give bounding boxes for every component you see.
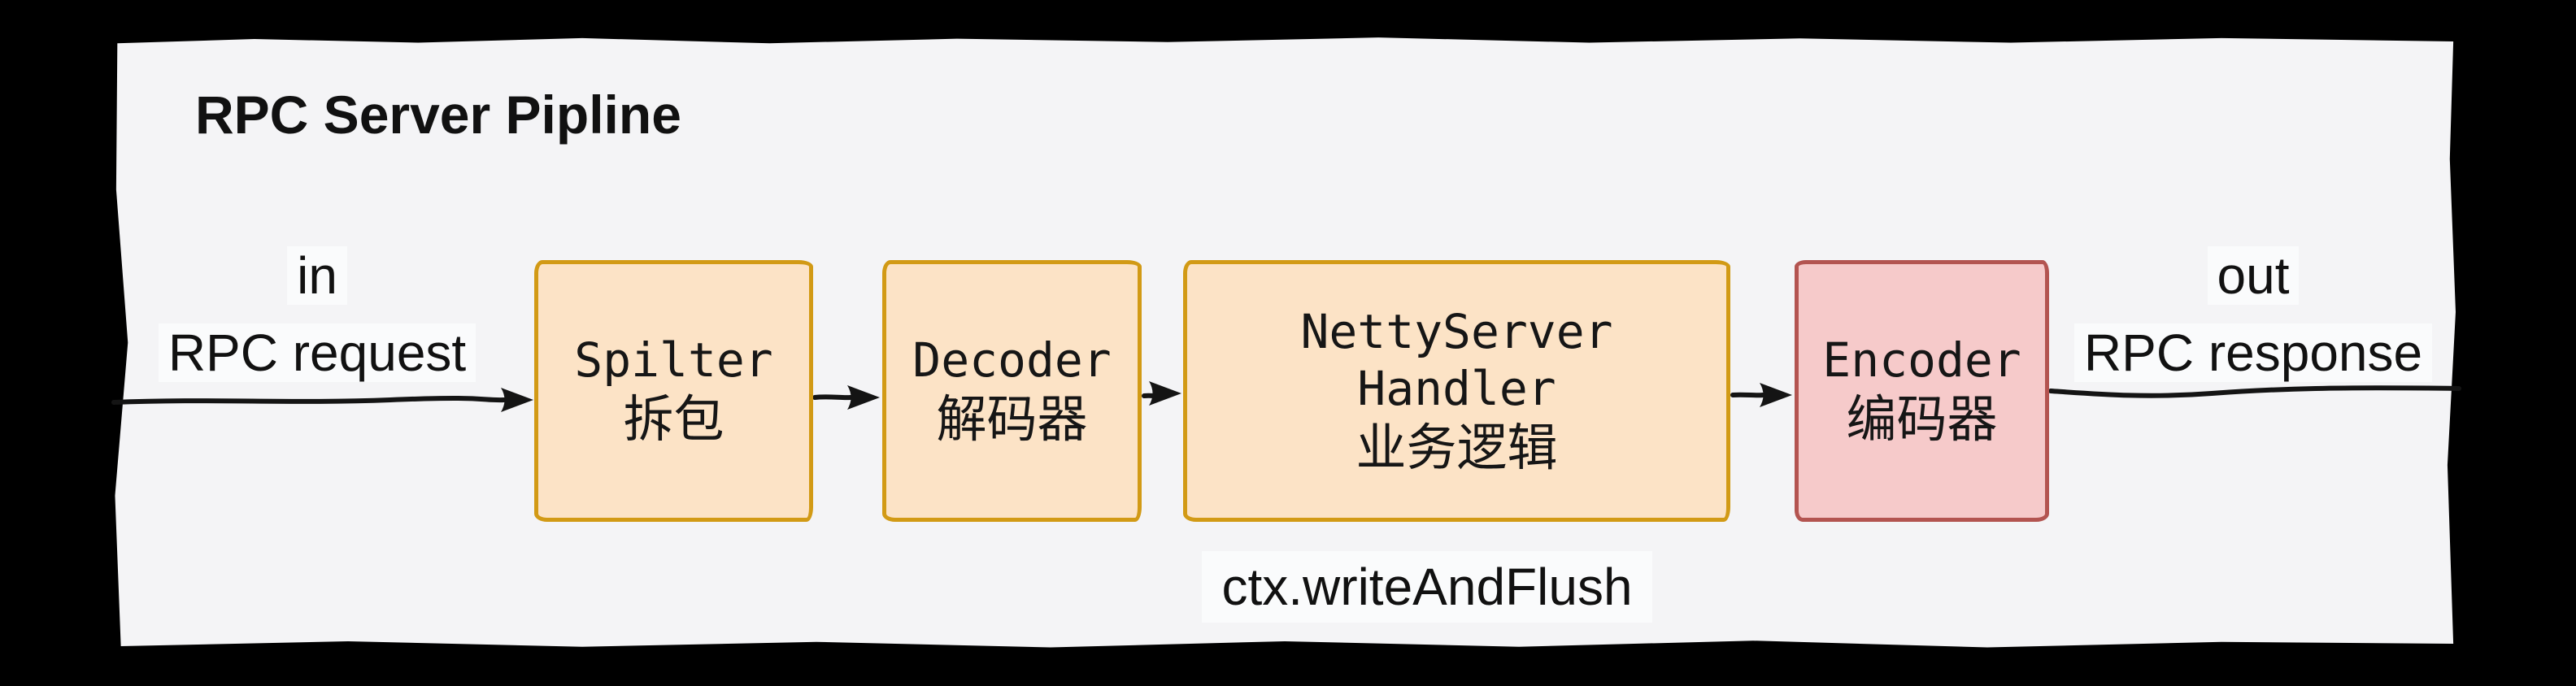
node-decoder: Decoder 解码器 <box>882 260 1142 522</box>
input-label-line2: RPC request <box>158 323 476 382</box>
node-encoder-title: Encoder <box>1822 332 2021 388</box>
diagram-title: RPC Server Pipline <box>195 85 681 145</box>
node-handler-title-line2: Handler <box>1357 361 1556 416</box>
node-spilter-subtitle: 拆包 <box>623 389 724 449</box>
node-spilter: Spilter 拆包 <box>534 260 813 522</box>
callback-label: ctx.writeAndFlush <box>1175 546 1679 627</box>
output-label-line2: RPC response <box>2073 323 2433 382</box>
output-label-line1: out <box>2207 246 2300 305</box>
callback-label-text: ctx.writeAndFlush <box>1202 551 1652 623</box>
node-nettyserver-handler: NettyServer Handler 业务逻辑 <box>1183 260 1730 522</box>
node-handler-title-line1: NettyServer <box>1300 304 1613 359</box>
node-handler-subtitle: 业务逻辑 <box>1355 418 1558 477</box>
node-encoder: Encoder 编码器 <box>1795 260 2049 522</box>
input-label: in RPC request <box>138 237 496 392</box>
input-label-line1: in <box>287 246 347 305</box>
node-encoder-subtitle: 编码器 <box>1846 389 1998 449</box>
node-spilter-title: Spilter <box>574 332 773 388</box>
output-label: out RPC response <box>2051 237 2456 392</box>
node-decoder-subtitle: 解码器 <box>936 389 1088 449</box>
node-decoder-title: Decoder <box>912 332 1112 388</box>
